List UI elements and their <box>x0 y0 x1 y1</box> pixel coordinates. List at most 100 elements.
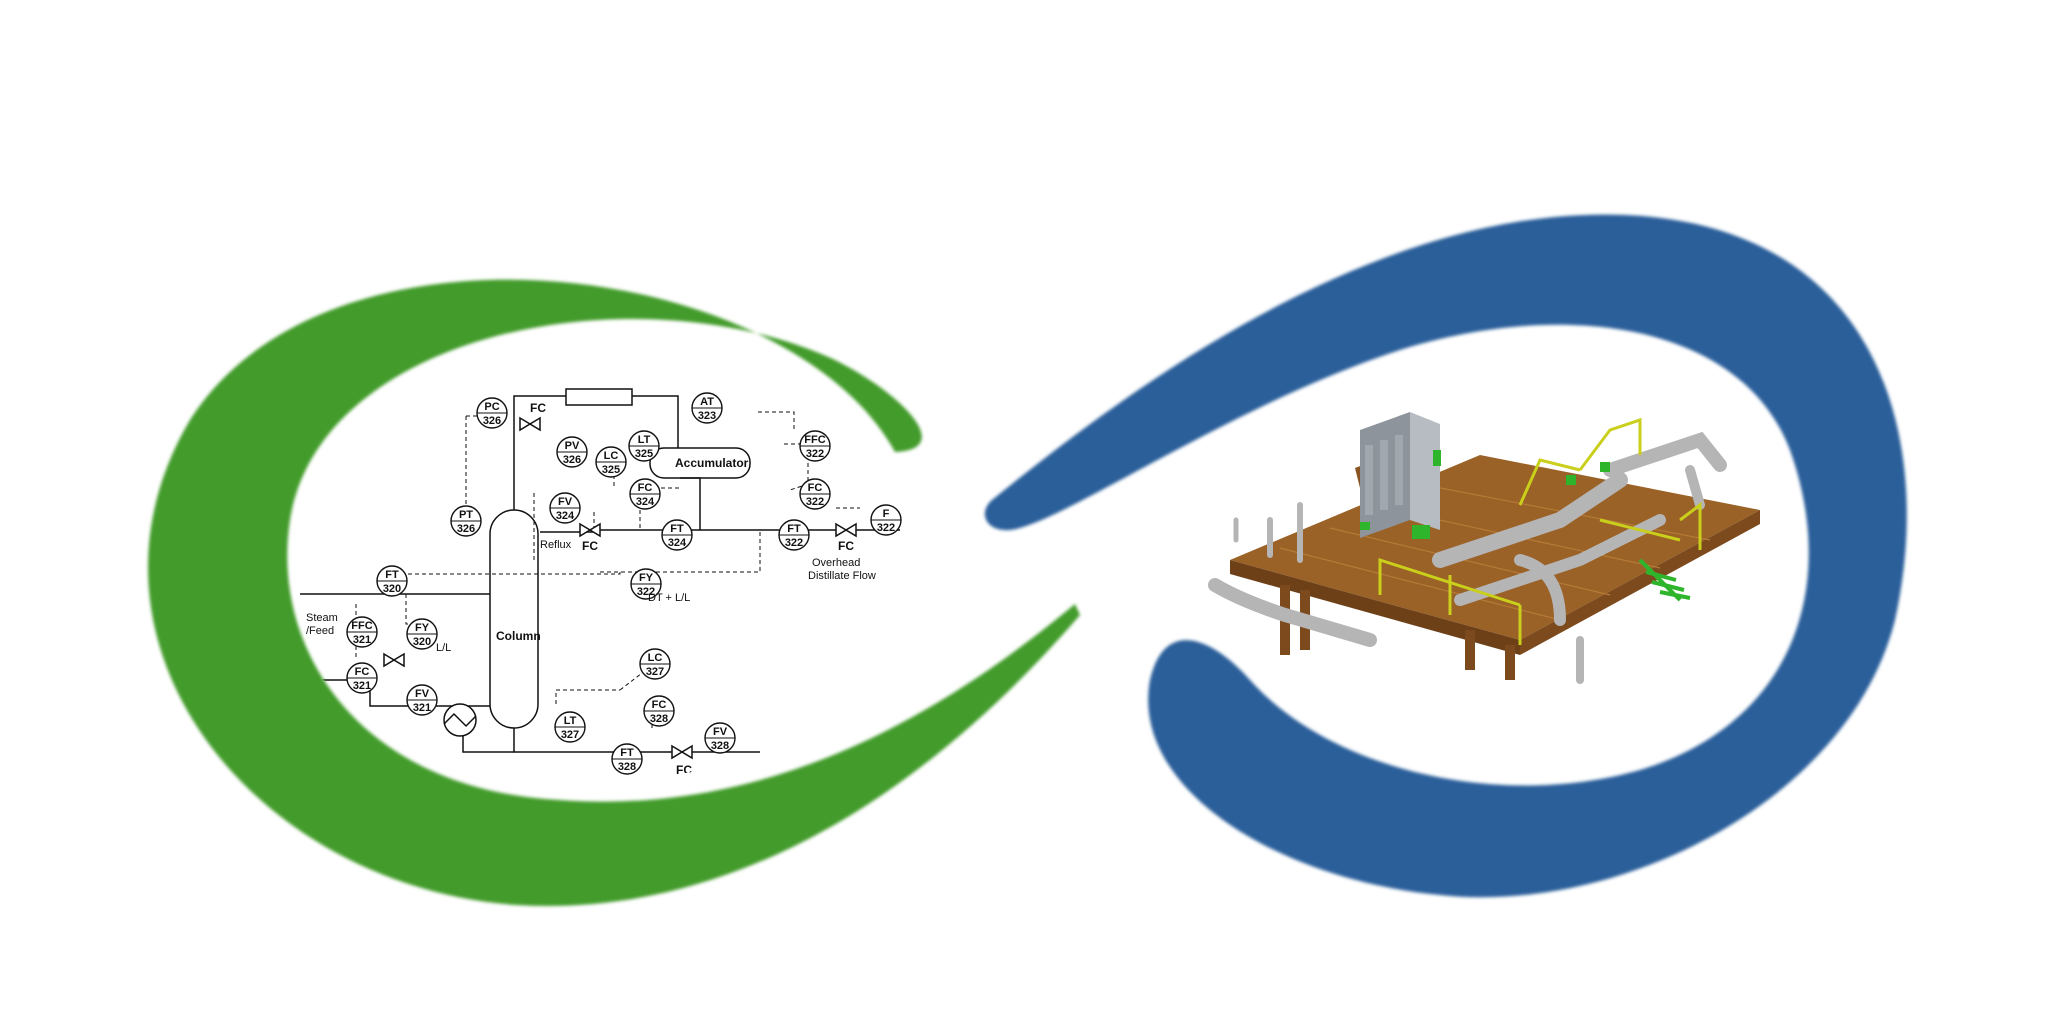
handrails <box>1378 417 1702 645</box>
instrument-bubble: FY 322 <box>630 568 662 600</box>
instrument-tag: FT <box>670 523 684 535</box>
instrument-tag: FC <box>808 482 823 494</box>
instrument-bubble: F 322 <box>870 504 902 536</box>
instrument-tag: FC <box>638 482 653 494</box>
instrument-tag: FT <box>385 569 399 581</box>
instrument-number: 322 <box>877 522 895 534</box>
instrument-tag: FT <box>620 747 634 759</box>
instrument-number: 326 <box>483 415 501 427</box>
instrument-bubble: LC 327 <box>639 648 671 680</box>
column-vessel <box>489 509 539 729</box>
instrument-tag: FV <box>713 726 728 738</box>
instrument-number: 321 <box>413 702 431 714</box>
fc-label-top: FC <box>530 401 546 415</box>
instrument-bubble: AT 323 <box>691 392 723 424</box>
instrument-bubble: LT 327 <box>554 711 586 743</box>
instrument-tag: PT <box>459 509 473 521</box>
pipework <box>1208 431 1727 684</box>
instrument-bubble: LC 325 <box>595 446 627 478</box>
overhead-label-1: Overhead <box>812 557 860 569</box>
instrument-bubble: LT 325 <box>628 430 660 462</box>
instrument-tag: LC <box>604 450 619 462</box>
instrument-tag: PC <box>484 401 499 413</box>
instrument-tag: FT <box>787 523 801 535</box>
instrument-number: 324 <box>636 496 655 508</box>
instrument-bubble: FT 322 <box>778 519 810 551</box>
instrument-bubble: FV 321 <box>406 684 438 716</box>
instrument-number: 326 <box>563 454 581 466</box>
instrument-tag: LC <box>648 652 663 664</box>
instrument-tag: FY <box>639 572 654 584</box>
instrument-bubble: FFC 322 <box>799 430 831 462</box>
left-ring <box>148 279 1081 906</box>
fc-label-reflux: FC <box>582 539 598 553</box>
control-cabinets <box>1360 412 1440 539</box>
instrument-tag: FFC <box>804 434 825 446</box>
instrument-bubble: FT 324 <box>661 519 693 551</box>
steam-label-2: /Feed <box>306 625 334 637</box>
instrument-number: 328 <box>618 761 636 773</box>
instrument-tag: LT <box>638 434 651 446</box>
instrument-tag: FC <box>652 699 667 711</box>
pid-labels: Accumulator Column Reflux FC FC FC FC Ov… <box>306 401 876 777</box>
instrument-bubble: PV 326 <box>556 436 588 468</box>
pid-instruments: PC326AT323PV326LT325LC325FFC322FC322FC32… <box>346 392 902 775</box>
instrument-bubble: FFC 321 <box>346 616 378 648</box>
instrument-number: 321 <box>353 634 371 646</box>
instrument-tag: FY <box>415 622 430 634</box>
pid-diagram <box>300 388 900 760</box>
instrument-number: 328 <box>711 740 729 752</box>
instrument-bubble: FY 320 <box>406 618 438 650</box>
instrument-bubble: PC 326 <box>476 397 508 429</box>
instrument-number: 321 <box>353 680 371 692</box>
instrument-number: 324 <box>556 510 575 522</box>
instrument-number: 320 <box>383 583 401 595</box>
condenser <box>565 388 633 406</box>
instrument-number: 323 <box>698 410 716 422</box>
instrument-bubble: PT 326 <box>450 505 482 537</box>
instrument-number: 328 <box>650 713 668 725</box>
skid-3d-model <box>1208 412 1760 684</box>
control-valves <box>383 416 857 760</box>
instrument-tag: PV <box>565 440 580 452</box>
instrument-number: 322 <box>806 448 824 460</box>
instrument-bubble: FT 320 <box>376 565 408 597</box>
instrument-bubble: FT 328 <box>611 743 643 775</box>
instrument-number: 325 <box>635 448 653 460</box>
dt-ll-label: DT + L/L <box>648 592 690 604</box>
overhead-label-2: Distillate Flow <box>808 570 876 582</box>
instrument-number: 322 <box>637 586 655 598</box>
instrument-bubble: FC 324 <box>629 478 661 510</box>
instrument-bubble: FV 324 <box>549 492 581 524</box>
instrument-tag: LT <box>564 715 577 727</box>
fc-label-overhead: FC <box>838 539 854 553</box>
instrument-bubble: FC 321 <box>346 662 378 694</box>
instrument-bubble: FC 322 <box>799 478 831 510</box>
instrument-tag: F <box>883 508 890 520</box>
right-ring <box>984 214 1907 898</box>
ll-label: L/L <box>436 642 451 654</box>
reflux-label: Reflux <box>540 539 572 551</box>
instrument-tag: FV <box>558 496 573 508</box>
instrument-bubble: FC 328 <box>643 695 675 727</box>
instrument-bubble: FV 328 <box>704 722 736 754</box>
instrument-tag: FC <box>355 666 370 678</box>
instrument-tag: FV <box>415 688 430 700</box>
accumulator-label: Accumulator <box>675 456 749 470</box>
instrument-tag: FFC <box>351 620 372 632</box>
column-label: Column <box>496 629 541 643</box>
instrument-number: 325 <box>602 464 620 476</box>
steam-label-1: Steam <box>306 612 338 624</box>
instrument-number: 327 <box>561 729 579 741</box>
instrument-number: 324 <box>668 537 687 549</box>
left-interior <box>257 328 967 784</box>
instrument-number: 326 <box>457 523 475 535</box>
instrument-number: 322 <box>785 537 803 549</box>
instrument-tag: AT <box>700 396 714 408</box>
instrument-number: 327 <box>646 666 664 678</box>
instrument-number: 320 <box>413 636 431 648</box>
green-stair <box>1638 558 1691 602</box>
instrument-number: 322 <box>806 496 824 508</box>
